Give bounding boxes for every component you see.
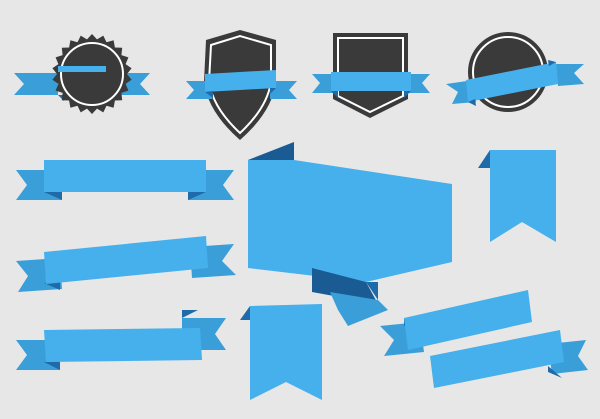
- folded-vertical-banner-icon: [248, 142, 452, 326]
- circle-badge-icon: [446, 32, 584, 112]
- slanted-ribbon-banner-icon: [16, 236, 236, 292]
- crest-badge-icon: [312, 33, 430, 118]
- double-ribbon-banner-icon: [380, 290, 588, 388]
- shield-badge-icon: [186, 30, 297, 140]
- long-ribbon-banner-icon: [16, 310, 226, 370]
- bookmark-tag-icon: [240, 304, 322, 400]
- seal-badge-icon: [14, 34, 150, 114]
- straight-ribbon-banner-icon: [16, 160, 234, 200]
- pennant-tag-icon: [478, 150, 556, 242]
